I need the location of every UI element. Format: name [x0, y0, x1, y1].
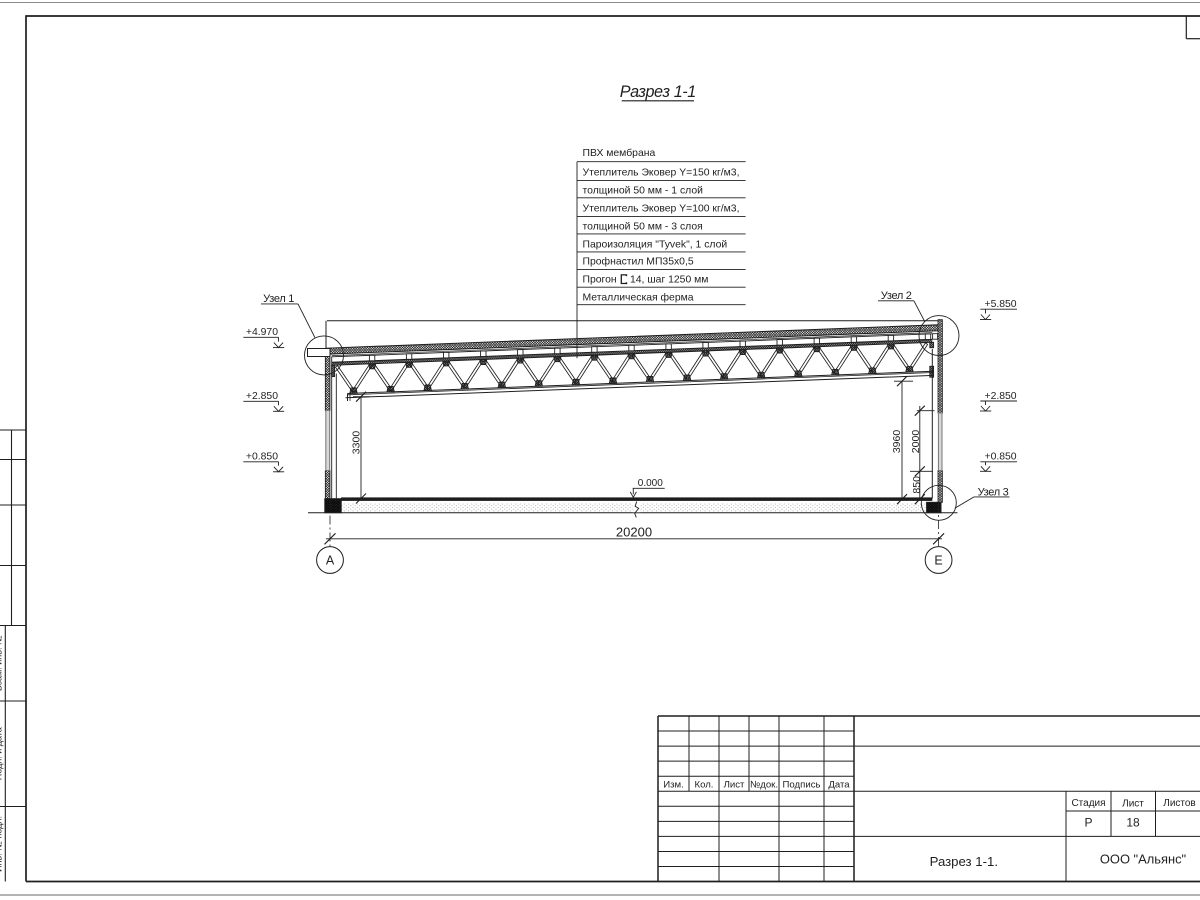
svg-text:+0.850: +0.850: [246, 452, 278, 463]
svg-text:0.000: 0.000: [638, 478, 663, 489]
svg-text:Металлическая ферма: Металлическая ферма: [583, 292, 694, 304]
svg-text:Р: Р: [1084, 816, 1092, 830]
svg-text:Лист: Лист: [1122, 799, 1144, 810]
svg-text:14, шаг 1250 мм: 14, шаг 1250 мм: [630, 275, 708, 286]
svg-text:+0.850: +0.850: [985, 452, 1017, 463]
svg-text:+5.850: +5.850: [985, 299, 1017, 310]
svg-text:18: 18: [1126, 815, 1140, 829]
svg-text:ПВХ мембрана: ПВХ мембрана: [583, 147, 656, 159]
svg-text:Кол.: Кол.: [695, 779, 714, 790]
svg-text:Прогон: Прогон: [583, 275, 617, 286]
svg-text:+2.850: +2.850: [985, 391, 1017, 402]
svg-text:850: 850: [911, 476, 923, 494]
svg-text:№док.: №док.: [750, 779, 778, 790]
svg-text:ООО "Альянс": ООО "Альянс": [1100, 852, 1187, 867]
svg-text:Разрез 1-1: Разрез 1-1: [620, 83, 696, 101]
svg-text:2000: 2000: [910, 430, 922, 454]
svg-text:Узел 1: Узел 1: [263, 293, 294, 305]
svg-text:Узел 3: Узел 3: [978, 486, 1009, 498]
svg-text:Инв. № подл.: Инв. № подл.: [0, 816, 4, 872]
svg-text:Стадия: Стадия: [1071, 798, 1105, 809]
svg-text:Узел 2: Узел 2: [881, 290, 912, 302]
svg-text:А: А: [326, 554, 335, 568]
svg-text:3300: 3300: [350, 431, 362, 455]
svg-text:Профнастил МП35х0,5: Профнастил МП35х0,5: [583, 256, 694, 268]
svg-text:Е: Е: [934, 554, 942, 568]
svg-text:Подп. и дата: Подп. и дата: [0, 727, 4, 780]
svg-text:Дата: Дата: [828, 779, 850, 790]
svg-text:Утеплитель Эковер Y=150 кг/м3,: Утеплитель Эковер Y=150 кг/м3,: [583, 167, 740, 178]
svg-text:Листов: Листов: [1163, 798, 1196, 809]
svg-text:Взам. инв. №: Взам. инв. №: [0, 635, 4, 691]
svg-text:Изм.: Изм.: [663, 779, 684, 790]
svg-text:Утеплитель Эковер Y=100 кг/м3,: Утеплитель Эковер Y=100 кг/м3,: [583, 204, 740, 215]
svg-text:20200: 20200: [616, 524, 652, 539]
svg-text:3960: 3960: [891, 430, 903, 454]
svg-text:толщиной 50 мм - 1 слой: толщиной 50 мм - 1 слой: [583, 186, 704, 197]
svg-text:Подпись: Подпись: [783, 779, 821, 790]
svg-text:Пароизоляция "Tyvek", 1 слой: Пароизоляция "Tyvek", 1 слой: [583, 240, 728, 251]
svg-text:+4.970: +4.970: [246, 327, 278, 338]
svg-text:толщиной 50 мм - 3 слоя: толщиной 50 мм - 3 слоя: [583, 222, 703, 233]
svg-text:Лист: Лист: [724, 779, 745, 790]
svg-text:Разрез 1-1.: Разрез 1-1.: [930, 854, 998, 869]
svg-text:+2.850: +2.850: [246, 391, 278, 402]
